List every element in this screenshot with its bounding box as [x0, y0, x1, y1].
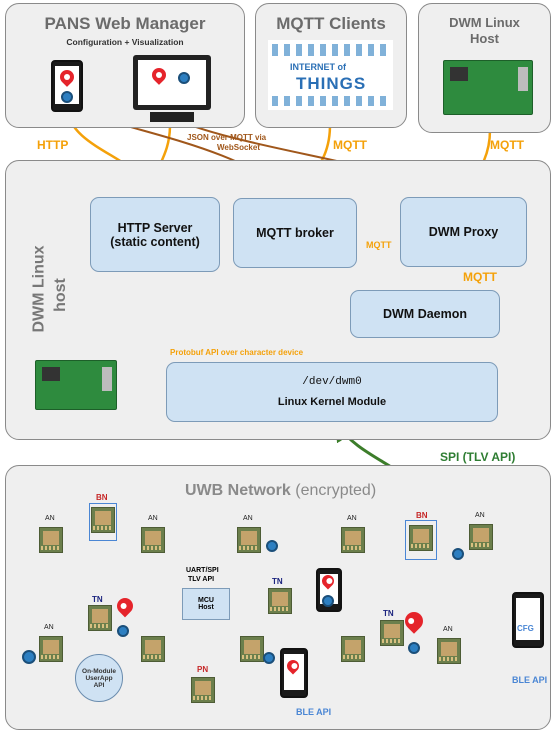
- uwb-title-main: UWB Network: [185, 482, 291, 499]
- linux-host-title-1: DWM Linux: [449, 15, 520, 30]
- iot-image-prefix: INTERNET of: [290, 62, 346, 72]
- an-node-9: [341, 636, 365, 662]
- uwb-title: UWB Network (encrypted): [185, 482, 376, 500]
- mqtt-broker-label: MQTT broker: [256, 226, 334, 240]
- tag-icon-an3: [266, 540, 278, 552]
- tn-label-3: TN: [383, 609, 394, 618]
- dwm-proxy-label: DWM Proxy: [428, 225, 499, 239]
- linux-kernel-module-box: /dev/dwm0 Linux Kernel Module: [166, 362, 498, 422]
- tag-icon-tn3: [408, 642, 420, 654]
- an-label-2: AN: [148, 515, 158, 522]
- kernel-device-path: /dev/dwm0: [302, 376, 362, 388]
- uwb-title-suffix: (encrypted): [295, 482, 377, 499]
- http-server-line1: HTTP Server: [117, 220, 193, 235]
- an-node-6: [39, 636, 63, 662]
- tag-icon: [61, 91, 73, 103]
- iot-image-text: THINGS: [296, 74, 367, 93]
- bn-label-2: BN: [416, 511, 428, 520]
- bn-label-1: BN: [96, 493, 108, 502]
- an-node-3: [237, 527, 261, 553]
- tag-icon-left: [22, 650, 36, 664]
- an-label-7: AN: [443, 626, 453, 633]
- tag-icon-mid: [322, 595, 334, 607]
- ble-api-bottom-label: BLE API: [296, 707, 332, 717]
- cfg-phone: [512, 592, 544, 648]
- uart-label-1: UART/SPI: [186, 567, 219, 574]
- an-node-2: [141, 527, 165, 553]
- an-label-1: AN: [45, 515, 55, 522]
- tn-label-2: TN: [272, 577, 283, 586]
- tn-node-1: [88, 605, 112, 631]
- uart-label-2: TLV API: [188, 576, 215, 583]
- mcu-host-box: MCU Host: [182, 588, 230, 620]
- iot-image: INTERNET of THINGS: [268, 40, 393, 110]
- dwm-host-side-title-1: DWM Linux: [30, 245, 48, 333]
- an-node-7: [141, 636, 165, 662]
- pn-node: [191, 677, 215, 703]
- kernel-module-label: Linux Kernel Module: [277, 396, 387, 408]
- mcu-line1: MCU: [198, 597, 214, 604]
- an-label-5: AN: [475, 512, 485, 519]
- an-label-3: AN: [243, 515, 253, 522]
- mqtt-clients-title: MQTT Clients: [276, 14, 386, 33]
- tag-icon-tn1: [117, 625, 129, 637]
- mqtt-top-mid-label: MQTT: [333, 138, 367, 152]
- bn-node-2-frame: [405, 520, 437, 560]
- json-label-2: WebSocket: [217, 143, 260, 152]
- bubble-line1: On-Module: [82, 667, 116, 675]
- raspberry-pi-board-top: [443, 60, 533, 115]
- tag-icon-bn2: [452, 548, 464, 560]
- cfg-label: CFG: [517, 624, 534, 633]
- an-node-10: [437, 638, 461, 664]
- bubble-line3: API: [93, 681, 105, 689]
- ble-api-right-label: BLE API: [512, 675, 548, 685]
- dwm-daemon-label: DWM Daemon: [382, 307, 468, 321]
- an-node-5: [469, 524, 493, 550]
- mqtt-broker-proxy-label: MQTT: [366, 240, 392, 250]
- pans-subtitle: Configuration + Visualization: [66, 37, 184, 47]
- mcu-line2: Host: [198, 604, 214, 611]
- dwm-host-side-title-2: host: [51, 278, 69, 312]
- pn-label: PN: [197, 665, 209, 674]
- bn-node-2: [409, 525, 433, 551]
- spi-label: SPI (TLV API): [440, 450, 516, 464]
- an-label-6: AN: [44, 624, 54, 631]
- mqtt-top-right-label: MQTT: [490, 138, 524, 152]
- tn-node-3: [380, 620, 404, 646]
- mqtt-proxy-daemon-label: MQTT: [463, 270, 497, 284]
- dwm-proxy-box: DWM Proxy: [400, 197, 527, 267]
- tag-icon-an8: [263, 652, 275, 664]
- on-module-userapp-bubble: On-Module UserApp API: [75, 654, 123, 702]
- json-label-1: JSON over MQTT via: [187, 133, 267, 142]
- monitor-stand: [150, 112, 194, 122]
- monitor-tag-icon: [178, 72, 190, 84]
- an-label-4: AN: [347, 515, 357, 522]
- an-node-8: [240, 636, 264, 662]
- http-label: HTTP: [37, 138, 69, 152]
- pans-title: PANS Web Manager: [44, 14, 206, 33]
- an-node-1: [39, 527, 63, 553]
- bn-node-1: [91, 507, 115, 533]
- protobuf-label: Protobuf API over character device: [170, 348, 304, 357]
- dwm-daemon-box: DWM Daemon: [350, 290, 500, 338]
- http-server-line2: (static content): [110, 234, 200, 249]
- bubble-line2: UserApp: [85, 674, 113, 682]
- raspberry-pi-board-host: [35, 360, 117, 410]
- tn-label-1: TN: [92, 595, 103, 604]
- bn-node-1-frame: [89, 503, 117, 541]
- monitor-icon: [133, 55, 211, 110]
- mqtt-broker-box: MQTT broker: [233, 198, 357, 268]
- linux-host-title-2: Host: [470, 31, 499, 46]
- http-server-box: HTTP Server (static content): [90, 197, 220, 272]
- tn-node-2: [268, 588, 292, 614]
- an-node-4: [341, 527, 365, 553]
